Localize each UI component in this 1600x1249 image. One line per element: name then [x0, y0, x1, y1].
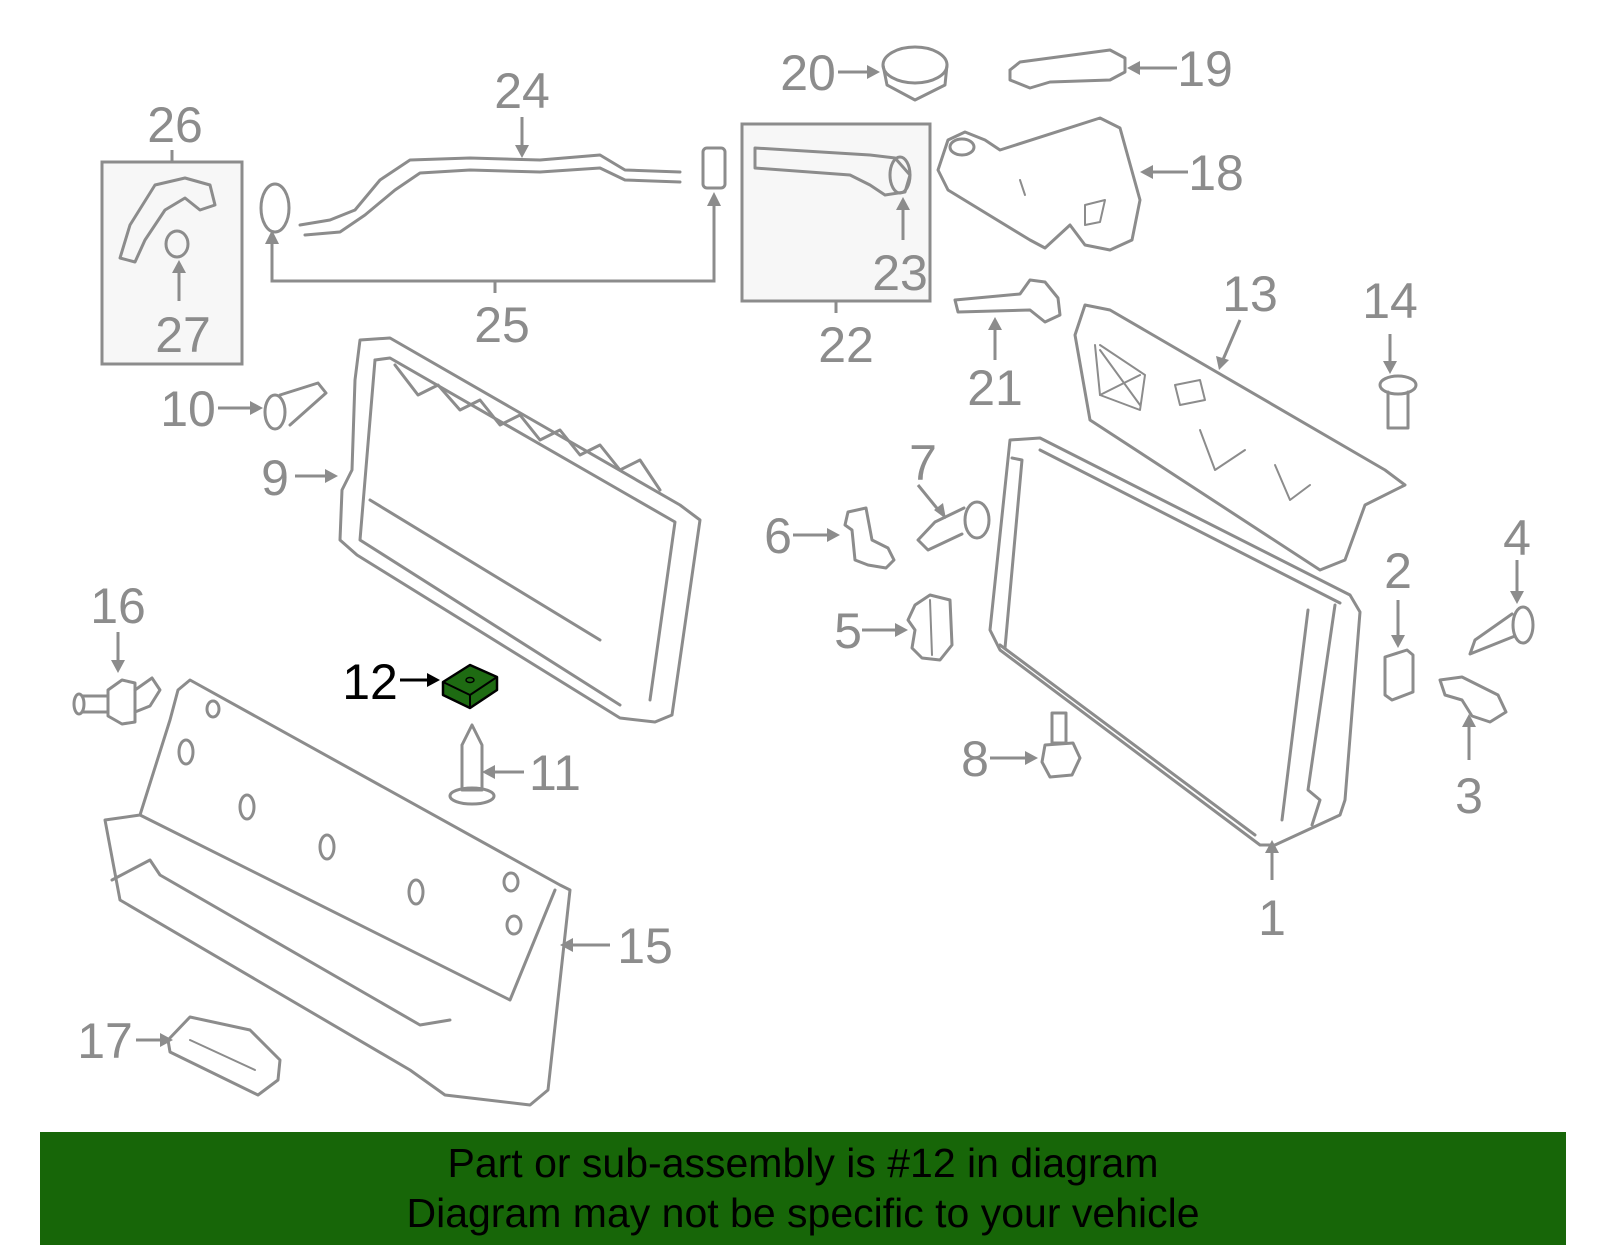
callout-5: 5 — [834, 603, 862, 659]
callout-25: 25 — [474, 297, 530, 353]
callout-14: 14 — [1362, 273, 1418, 329]
part-2-clip[interactable] — [1383, 648, 1415, 702]
part-7-screw[interactable] — [916, 500, 991, 552]
part-1-radiator[interactable] — [988, 436, 1362, 847]
part-12-pad[interactable] — [441, 663, 499, 710]
part-3-bracket[interactable] — [1438, 675, 1508, 724]
part-16-pushpin[interactable] — [72, 676, 162, 726]
part-6-bracket[interactable] — [843, 506, 896, 570]
banner-line-2: Diagram may not be specific to your vehi… — [406, 1190, 1200, 1236]
part-5-bushing[interactable] — [906, 593, 954, 662]
callout-18: 18 — [1188, 145, 1244, 201]
leader-arrows — [111, 61, 1524, 1047]
callout-15: 15 — [617, 918, 673, 974]
callout-23: 23 — [872, 245, 928, 301]
callout-7: 7 — [909, 435, 937, 491]
part-19-hose[interactable] — [1008, 48, 1127, 90]
part-9-frame[interactable] — [338, 336, 702, 724]
part-15-deflector[interactable] — [103, 678, 572, 1107]
callout-22: 22 — [818, 317, 874, 373]
callout-21: 21 — [967, 360, 1023, 416]
callout-11: 11 — [529, 745, 581, 801]
callout-17: 17 — [77, 1013, 133, 1069]
callout-12: 12 — [342, 654, 398, 710]
part-21-hose[interactable] — [953, 278, 1062, 324]
callout-4: 4 — [1503, 510, 1531, 566]
callout-3: 3 — [1455, 768, 1483, 824]
part-25-bracket — [265, 192, 721, 293]
callout-27: 27 — [155, 307, 211, 363]
callout-9: 9 — [261, 450, 289, 506]
callout-2: 2 — [1384, 543, 1412, 599]
part-13-panel[interactable] — [1073, 303, 1407, 572]
part-8-bolt[interactable] — [1040, 711, 1082, 779]
part-10-pin[interactable] — [263, 381, 328, 431]
callout-20: 20 — [780, 45, 836, 101]
callout-26: 26 — [147, 97, 203, 153]
callout-6: 6 — [764, 508, 792, 564]
callout-13: 13 — [1222, 266, 1278, 322]
callout-labels: 1 2 3 4 5 6 7 8 9 10 11 12 13 14 15 16 1… — [77, 41, 1531, 1069]
callout-10: 10 — [160, 381, 216, 437]
callout-24: 24 — [494, 63, 550, 119]
callout-16: 16 — [90, 578, 146, 634]
part-20-cap[interactable] — [881, 45, 949, 102]
part-26-assembly-box[interactable] — [100, 160, 244, 366]
info-banner: Part or sub-assembly is #12 in diagram D… — [40, 1132, 1566, 1245]
part-18-reservoir[interactable] — [936, 116, 1142, 252]
part-27-ring[interactable] — [164, 229, 190, 259]
part-14-bolt[interactable] — [1378, 374, 1418, 430]
callout-8: 8 — [961, 731, 989, 787]
callout-1: 1 — [1258, 890, 1286, 946]
callout-19: 19 — [1177, 41, 1233, 97]
part-4-bolt[interactable] — [1468, 605, 1535, 656]
part-17-clip[interactable] — [166, 1015, 282, 1097]
part-24-hose[interactable] — [259, 146, 727, 237]
part-23-hose[interactable] — [888, 155, 912, 195]
part-11-stud[interactable] — [448, 723, 496, 806]
banner-line-1: Part or sub-assembly is #12 in diagram — [447, 1140, 1159, 1186]
